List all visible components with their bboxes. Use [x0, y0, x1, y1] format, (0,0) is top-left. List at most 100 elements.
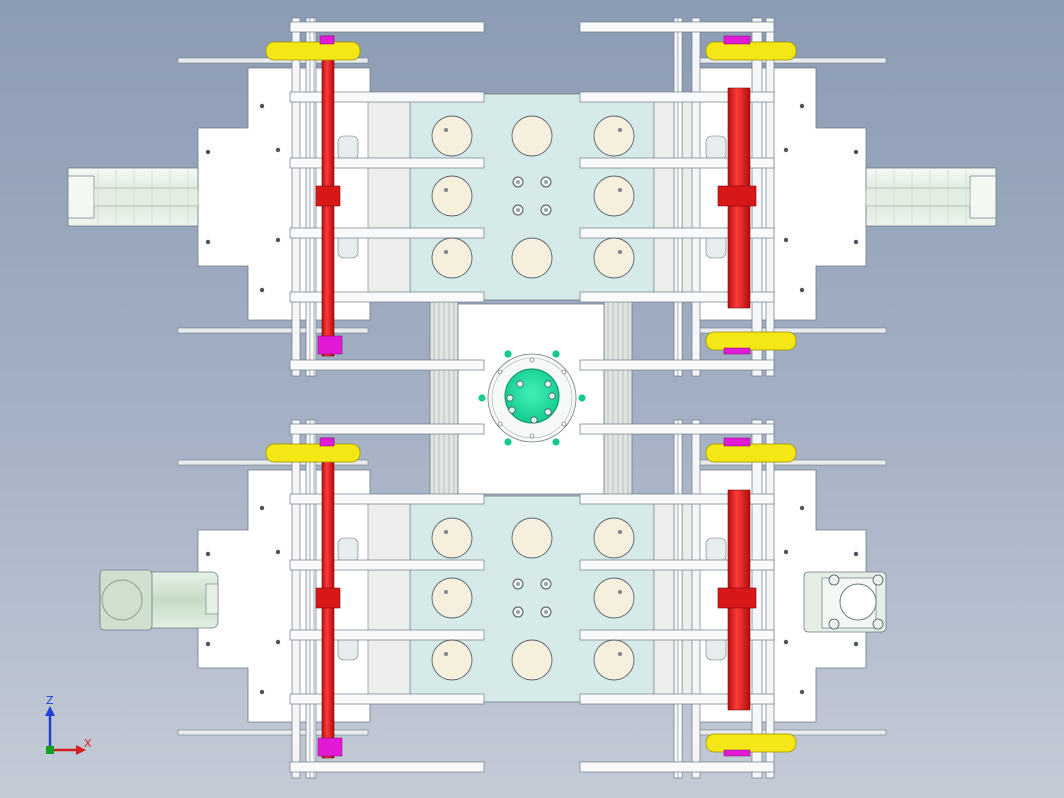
mount-hole	[799, 103, 805, 109]
motor-bolt	[828, 574, 840, 586]
finger-bar	[579, 493, 775, 505]
belt-marker	[723, 347, 751, 355]
disc-pin	[444, 590, 448, 594]
flange-dot	[552, 438, 560, 446]
upper-gripper-module[interactable]	[177, 17, 887, 377]
plate-slot	[705, 537, 727, 563]
gripper-disc	[431, 237, 473, 279]
frame-post	[291, 17, 301, 377]
cylinder-slot	[865, 187, 971, 207]
frame-post	[765, 419, 775, 779]
plate-slot	[705, 135, 727, 161]
cylinder-body[interactable]	[865, 167, 997, 227]
servo-motor-icon[interactable]	[99, 569, 219, 631]
motor-end-shaft	[839, 583, 877, 621]
pneumatic-cylinder-icon[interactable]	[865, 167, 997, 227]
mount-hole	[799, 689, 805, 695]
frame-post	[765, 17, 775, 377]
gripper-disc	[431, 517, 473, 559]
belt-marker	[723, 749, 751, 757]
mount-hole	[853, 239, 859, 245]
center-rotary-flange[interactable]	[478, 350, 586, 446]
flange-hole	[497, 369, 503, 375]
frame-post	[677, 419, 683, 779]
belt-marker	[319, 35, 335, 45]
mount-hole	[259, 287, 265, 293]
motor-shaft-ring	[101, 579, 143, 621]
mount-hole	[259, 689, 265, 695]
bearing-block	[705, 41, 797, 61]
disc-pin	[618, 652, 622, 656]
flange-dot	[504, 438, 512, 446]
mid-rail	[367, 99, 411, 297]
side-plate-left	[197, 469, 371, 723]
screw-nut	[315, 587, 341, 609]
finger-bar	[579, 21, 775, 33]
bolt-core	[544, 208, 548, 212]
flange-dot	[504, 350, 512, 358]
cylinder-slot	[93, 187, 199, 207]
disc-pin	[444, 188, 448, 192]
motor-bolt	[872, 618, 884, 630]
frame-post	[291, 419, 301, 779]
finger-bar	[289, 629, 485, 641]
motor-bolt	[828, 618, 840, 630]
gripper-disc	[431, 639, 473, 681]
mount-hole	[275, 549, 281, 555]
gripper-disc	[593, 577, 635, 619]
motor-connector	[205, 583, 219, 615]
finger-bar	[579, 629, 775, 641]
mount-hole	[259, 505, 265, 511]
flange-hole	[529, 357, 535, 363]
finger-bar	[289, 359, 485, 371]
bearing-block	[265, 41, 361, 61]
belt-marker	[317, 335, 343, 355]
lower-gripper-module[interactable]	[177, 419, 887, 779]
belt-marker	[723, 437, 751, 447]
hub-bolt	[516, 380, 524, 388]
gripper-disc	[511, 639, 553, 681]
mount-hole	[275, 639, 281, 645]
mount-hole	[205, 239, 211, 245]
mount-hole	[783, 147, 789, 153]
bearing-block	[265, 443, 361, 463]
hub-bolt	[530, 416, 538, 424]
disc-pin	[618, 250, 622, 254]
flange-dot	[578, 394, 586, 402]
guide-rod	[177, 327, 369, 334]
hub-bolt	[508, 406, 516, 414]
bolt-core	[544, 180, 548, 184]
gripper-disc	[593, 237, 635, 279]
gripper-disc	[511, 517, 553, 559]
cylinder-body[interactable]	[67, 167, 199, 227]
frame-post	[691, 419, 701, 779]
finger-bar	[579, 227, 775, 239]
finger-bar	[289, 761, 485, 773]
disc-pin	[444, 128, 448, 132]
bearing-block	[705, 331, 797, 351]
frame-post	[309, 419, 315, 779]
flange-hole	[497, 421, 503, 427]
belt-marker	[317, 737, 343, 757]
plate-slot	[337, 537, 359, 563]
mount-hole	[205, 551, 211, 557]
belt-marker	[723, 35, 751, 45]
bolt-core	[544, 610, 548, 614]
motor-bolt	[872, 574, 884, 586]
finger-bar	[289, 157, 485, 169]
mount-hole	[783, 549, 789, 555]
servo-motor-end-view-icon[interactable]	[803, 571, 887, 633]
hub-bolt	[506, 394, 514, 402]
flange-dot	[478, 394, 486, 402]
pneumatic-cylinder-icon[interactable]	[67, 167, 199, 227]
finger-bar	[579, 157, 775, 169]
finger-bar	[579, 291, 775, 303]
gripper-disc	[431, 115, 473, 157]
mount-hole	[259, 103, 265, 109]
gripper-disc	[431, 577, 473, 619]
flange-dot	[552, 350, 560, 358]
finger-bar	[579, 423, 775, 435]
finger-bar	[289, 227, 485, 239]
